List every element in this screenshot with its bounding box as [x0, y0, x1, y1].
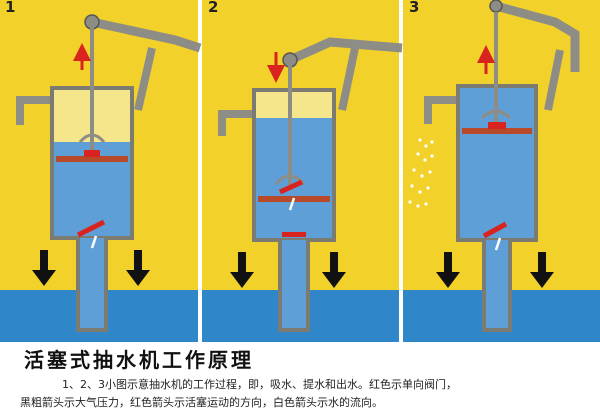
piston-valve [278, 179, 304, 195]
suction-pipe [52, 236, 132, 332]
caption-title: 活塞式抽水机工作原理 [24, 348, 254, 372]
suction-pipe [458, 238, 536, 332]
piston [56, 156, 128, 162]
panel-number-1: 1 [5, 0, 16, 16]
suction-pipe [254, 238, 334, 332]
spout-pipe [424, 96, 458, 124]
piston [462, 128, 532, 134]
panel-number-3: 3 [409, 0, 420, 16]
piston-valve [84, 150, 100, 157]
pressure-arrow-right [126, 250, 150, 286]
bottom-valve [482, 221, 508, 239]
pump-handle [91, 17, 202, 53]
water-flow-arrow [288, 197, 296, 211]
spout-pipe [218, 110, 254, 136]
handle-support [134, 47, 156, 111]
panel-number-2: 2 [208, 0, 219, 16]
piston-valve [488, 122, 506, 129]
handle-pivot [84, 14, 100, 30]
handle-pivot [489, 0, 503, 13]
bottom-valve [76, 219, 106, 238]
pump-handle [288, 37, 403, 65]
pressure-arrow-left [230, 252, 254, 288]
pump-diagram [0, 0, 600, 342]
caption-text-line-2: 黑粗箭头示大气压力，红色箭头示活塞运动的方向，白色箭头示水的流向。 [20, 396, 383, 409]
pressure-arrow-right [530, 252, 554, 288]
handle-pivot [282, 52, 298, 68]
bottom-valve [282, 232, 306, 237]
panel-2 [202, 0, 403, 342]
caption-text-line-1: 1、2、3小图示意抽水机的工作过程，即，吸水、提水和出水。红色示单向阀门， [62, 378, 457, 391]
panel-1 [0, 0, 202, 342]
water-flow-arrow [494, 237, 502, 251]
panel-3 [403, 0, 600, 342]
pump-handle [494, 1, 580, 72]
handle-support [338, 47, 359, 111]
handle-support [544, 49, 564, 111]
outflow-water-drops [408, 138, 434, 208]
pressure-arrow-right [322, 252, 346, 288]
air-space [256, 92, 332, 118]
pressure-arrow-left [32, 250, 56, 286]
pressure-arrow-left [436, 252, 460, 288]
water-flow-arrow [90, 235, 98, 249]
spout-pipe [16, 96, 52, 125]
